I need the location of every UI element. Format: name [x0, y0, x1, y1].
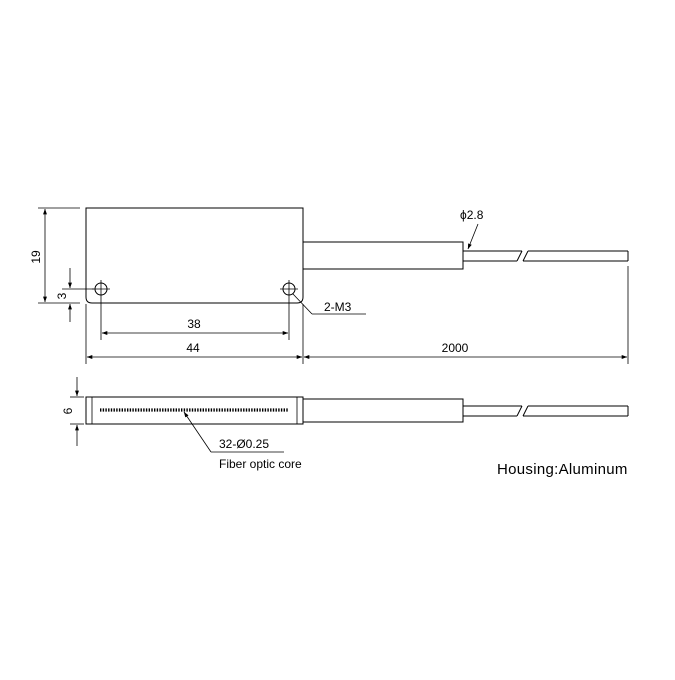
dim-thickness: 6: [61, 377, 84, 446]
dim-cable-length-label: 2000: [442, 341, 469, 355]
dim-hole-spacing-label: 38: [187, 317, 201, 331]
dim-width-label: 44: [186, 341, 200, 355]
top-view: 19 3 38 44 2000: [29, 207, 629, 364]
dim-hole-offset-label: 3: [55, 292, 69, 299]
cable-break-right: [522, 250, 529, 262]
cable-side-break-right: [522, 405, 529, 417]
housing-material-label: Housing:Aluminum: [497, 461, 628, 478]
cable-break-left: [516, 250, 523, 262]
callout-cable-diameter: ϕ2.8: [460, 208, 484, 250]
housing-top-outline: [85, 207, 304, 304]
dim-hole-spacing: 38: [100, 298, 290, 340]
cable-sleeve: [302, 241, 464, 270]
mount-hole-right: [280, 280, 298, 298]
dim-hole-offset: 3: [55, 268, 94, 322]
cable-diameter-label: ϕ2.8: [460, 208, 484, 222]
mount-holes-label: 2-M3: [324, 300, 352, 314]
dim-cable-length: 2000: [303, 266, 629, 364]
dim-width: 44: [85, 304, 304, 364]
fiber-count-label: 32-Ø0.25: [219, 437, 269, 451]
mount-hole-left: [92, 280, 110, 298]
callout-fiber: 32-Ø0.25 Fiber optic core: [183, 411, 302, 471]
fiber-core-label: Fiber optic core: [219, 457, 302, 471]
cable-side-break-left: [516, 405, 523, 417]
callout-mount-holes: 2-M3: [292, 293, 366, 315]
dim-height: 19: [29, 207, 80, 304]
cable-sleeve-side: [302, 398, 464, 423]
dim-thickness-label: 6: [61, 407, 75, 414]
dim-height-label: 19: [29, 250, 43, 264]
side-view: 6 32-Ø0.25 Fiber optic core: [61, 377, 629, 471]
